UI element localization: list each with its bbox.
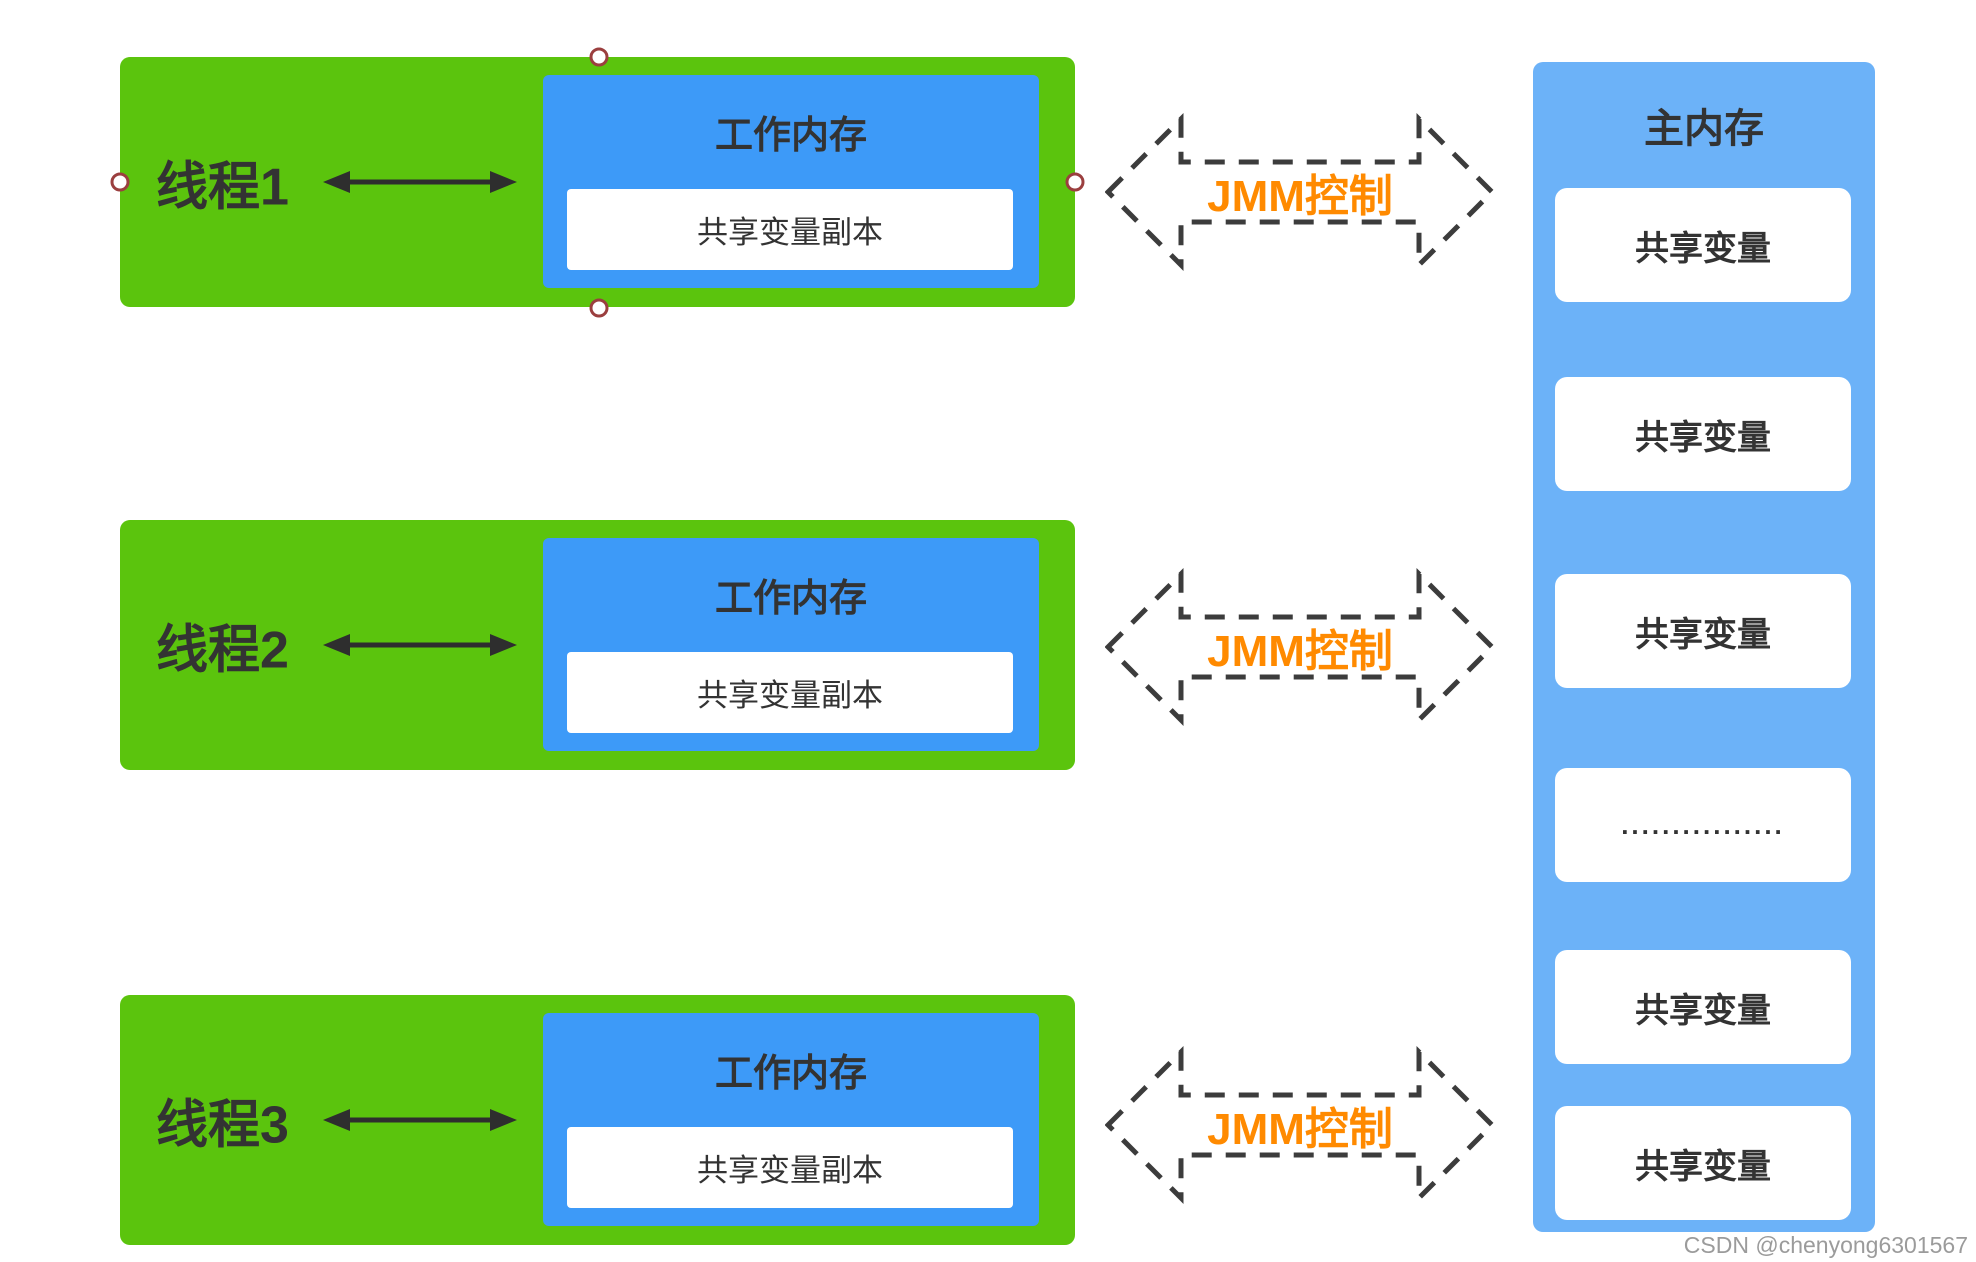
main-memory-panel[interactable]: 主内存 共享变量 共享变量 共享变量 ................ 共享变量… — [1533, 62, 1875, 1232]
thread-3-box[interactable]: 线程3 工作内存 共享变量副本 — [120, 995, 1075, 1245]
shared-variable-slot-5[interactable]: 共享变量 — [1555, 950, 1851, 1064]
bidirectional-arrow-icon — [323, 634, 517, 656]
dashed-double-arrow-icon — [1105, 567, 1495, 727]
working-memory-title: 工作内存 — [714, 114, 867, 157]
dashed-double-arrow-icon — [1105, 1045, 1495, 1205]
jmm-control-label: JMM控制 — [1207, 1105, 1393, 1154]
shared-variable-copy-box[interactable]: 共享变量副本 — [567, 652, 1013, 733]
dashed-double-arrow-icon — [1105, 112, 1495, 272]
thread-2-box[interactable]: 线程2 工作内存 共享变量副本 — [120, 520, 1075, 770]
selection-handle-right[interactable] — [1065, 172, 1085, 192]
thread-1-label: 线程1 — [156, 158, 289, 217]
jmm-control-arrow-3[interactable]: JMM控制 — [1105, 1044, 1495, 1206]
shared-variable-slot-1[interactable]: 共享变量 — [1555, 188, 1851, 302]
selection-handle-left[interactable] — [110, 172, 130, 192]
shared-variable-copy-box[interactable]: 共享变量副本 — [567, 1127, 1013, 1208]
selection-handle-top[interactable] — [589, 47, 609, 67]
working-memory-box[interactable]: 工作内存 共享变量副本 — [543, 1013, 1039, 1226]
main-memory-title: 主内存 — [1644, 107, 1764, 151]
jmm-control-arrow-2[interactable]: JMM控制 — [1105, 566, 1495, 728]
jmm-control-label: JMM控制 — [1207, 172, 1393, 221]
shared-variable-slot-2[interactable]: 共享变量 — [1555, 377, 1851, 491]
shared-variable-slot-3[interactable]: 共享变量 — [1555, 574, 1851, 688]
working-memory-box[interactable]: 工作内存 共享变量副本 — [543, 538, 1039, 751]
working-memory-box[interactable]: 工作内存 共享变量副本 — [543, 75, 1039, 288]
thread-2-label: 线程2 — [156, 621, 289, 680]
working-memory-title: 工作内存 — [714, 1052, 867, 1095]
thread-3-label: 线程3 — [156, 1096, 289, 1155]
watermark: CSDN @chenyong6301567 — [1683, 1232, 1968, 1258]
shared-variable-slot-6[interactable]: 共享变量 — [1555, 1106, 1851, 1220]
bidirectional-arrow-icon — [323, 1109, 517, 1131]
selection-handle-bottom[interactable] — [589, 298, 609, 318]
shared-variable-copy-box[interactable]: 共享变量副本 — [567, 189, 1013, 270]
jmm-control-arrow-1[interactable]: JMM控制 — [1105, 111, 1495, 273]
working-memory-title: 工作内存 — [714, 577, 867, 620]
thread-1-box[interactable]: 线程1 工作内存 共享变量副本 — [120, 57, 1075, 307]
bidirectional-arrow-icon — [323, 171, 517, 193]
jmm-control-label: JMM控制 — [1207, 627, 1393, 676]
ellipsis-slot[interactable]: ................ — [1555, 768, 1851, 882]
